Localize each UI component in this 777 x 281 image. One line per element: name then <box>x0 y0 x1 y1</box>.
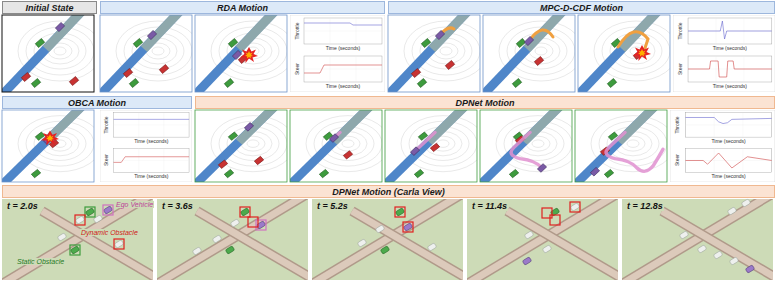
obstacle-label: Dynamic Obstacle <box>80 229 139 236</box>
axis-label: Throttle <box>677 23 682 40</box>
time-stamp: t = 2.0s <box>6 202 39 211</box>
panel-title: DPNet Motion (Carla View) <box>332 187 445 197</box>
axis-label: Throttle <box>675 116 680 133</box>
axis-label: Time (seconds) <box>326 46 360 51</box>
axis-label: Time (seconds) <box>711 139 745 144</box>
panel-title: Initial State <box>25 3 73 13</box>
axis-label: Throttle <box>104 116 109 133</box>
time-stamp: t = 5.2s <box>316 202 349 211</box>
panel-title: MPC-D-CDF Motion <box>540 3 623 13</box>
axis-label: Steer <box>104 155 109 167</box>
panel-header: MPC-D-CDF Motion <box>388 1 775 14</box>
axis-label: Time (seconds) <box>134 139 168 144</box>
axis-label: Time (seconds) <box>713 84 747 89</box>
axis-label: Time (seconds) <box>326 84 360 89</box>
panel-title: RDA Motion <box>217 3 268 13</box>
panel-title: DPNet Motion <box>456 98 515 108</box>
axis-label: Steer <box>294 63 299 75</box>
axis-label: Throttle <box>294 23 299 40</box>
panel-header: DPNet Motion <box>195 96 775 109</box>
panel-header: DPNet Motion (Carla View) <box>2 185 775 198</box>
time-stamp: t = 3.6s <box>161 202 194 211</box>
panel-header: RDA Motion <box>100 1 385 14</box>
axis-label: Time (seconds) <box>134 174 168 179</box>
axis-label: Time (seconds) <box>711 174 745 179</box>
panel-header: Initial State <box>2 1 97 14</box>
panel-header: OBCA Motion <box>2 96 192 109</box>
panel-title: OBCA Motion <box>68 98 126 108</box>
time-stamp: t = 12.8s <box>626 202 664 211</box>
ego-label: Ego Vehicle <box>115 201 154 208</box>
axis-label: Steer <box>677 63 682 75</box>
axis-label: Steer <box>675 155 680 167</box>
axis-label: Time (seconds) <box>713 46 747 51</box>
time-stamp: t = 11.4s <box>471 202 508 211</box>
obstacle-label: Static Obstacle <box>16 258 65 265</box>
